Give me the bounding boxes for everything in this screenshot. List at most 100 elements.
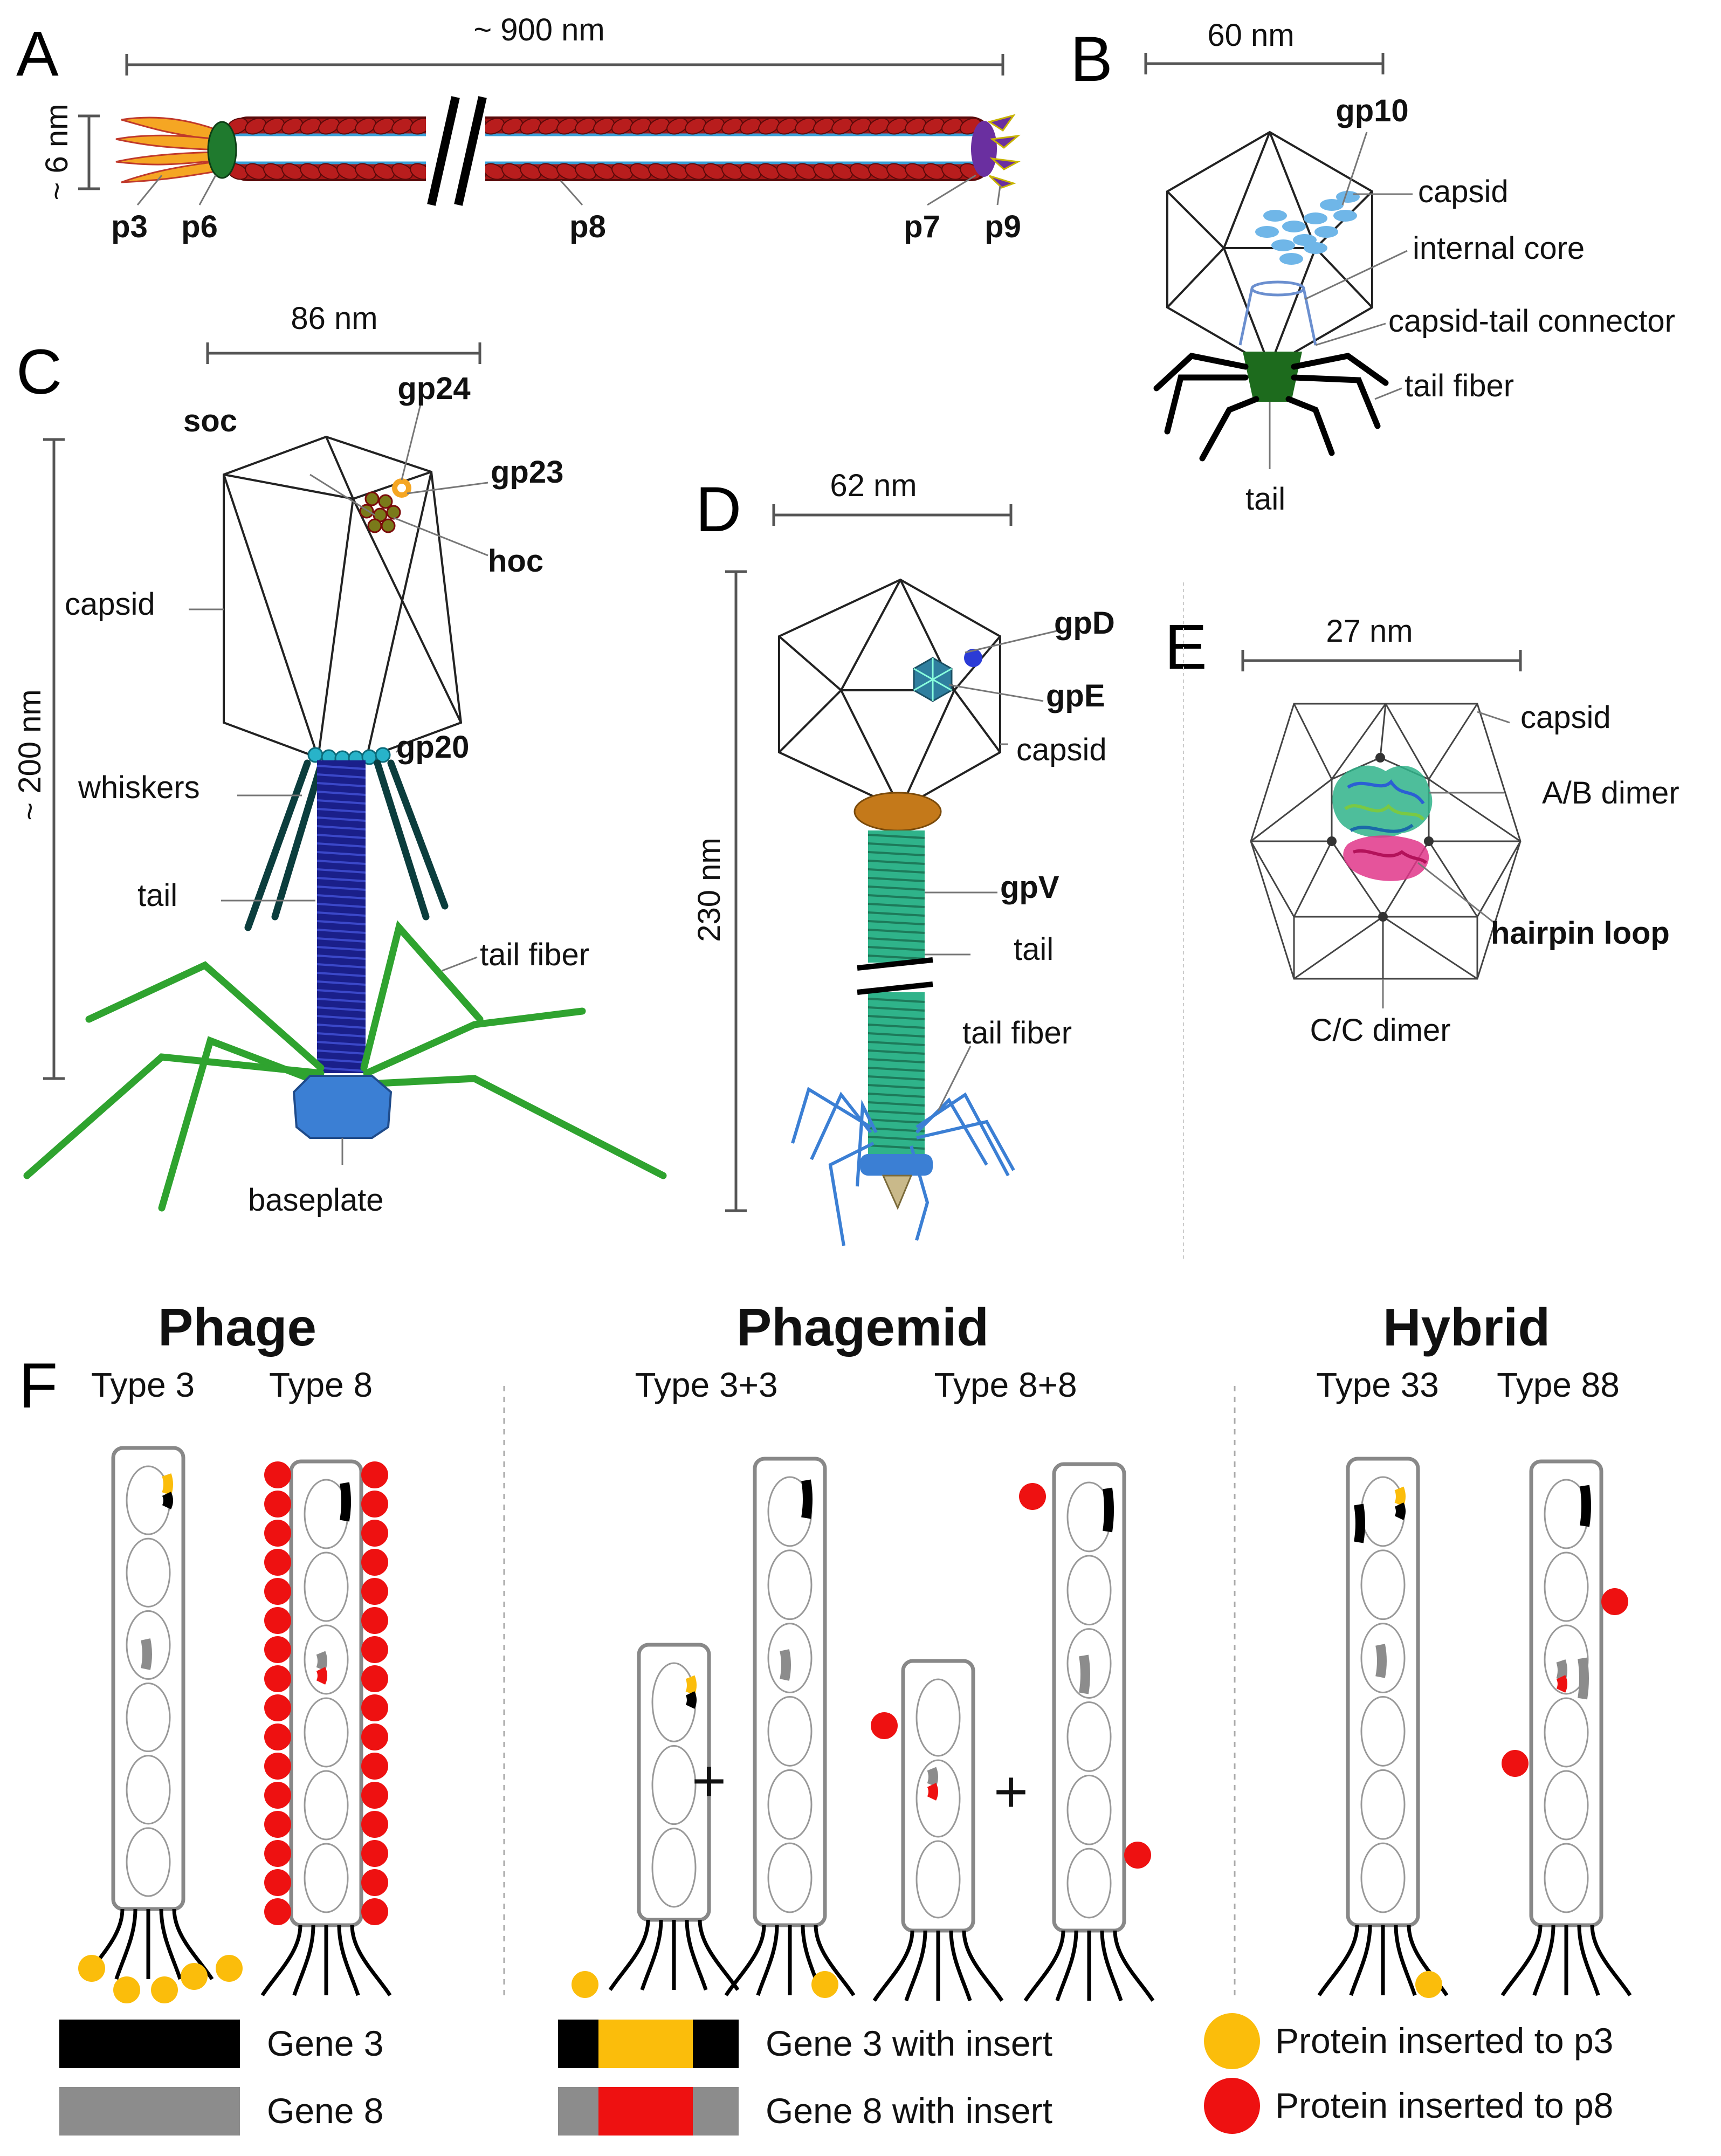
displayed-protein (264, 1461, 291, 1488)
displayed-protein (361, 1636, 388, 1663)
hoc-label: hoc (488, 544, 543, 579)
length-label: ~ 900 nm (473, 12, 604, 47)
gpv-label: gpV (1000, 870, 1059, 905)
tail-label: tail (1245, 482, 1285, 517)
displayed-protein (361, 1724, 388, 1750)
panel-e-letter: E (1165, 612, 1207, 683)
phagemid-title: Phagemid (736, 1297, 989, 1357)
hairpin-label: hairpin loop (1491, 916, 1670, 951)
displayed-protein (181, 1963, 208, 1990)
phage-particle (78, 1446, 243, 2003)
p6-protein (207, 121, 237, 179)
displayed-protein (1019, 1483, 1046, 1510)
p3-protein-icon (1204, 2013, 1260, 2069)
gpe-label: gpE (1046, 678, 1105, 713)
displayed-protein (361, 1782, 388, 1809)
displayed-protein (871, 1712, 898, 1739)
panel-a-letter: A (16, 18, 59, 90)
t4-capsid (223, 435, 463, 759)
panel-c: C 86 nm ~ 200 nm (12, 301, 667, 1218)
displayed-protein (361, 1607, 388, 1634)
tail-tip (860, 1154, 933, 1176)
displayed-protein (264, 1869, 291, 1896)
displayed-protein (264, 1665, 291, 1692)
type-label: Type 8 (269, 1365, 373, 1404)
phage-particle (1317, 1457, 1449, 1998)
phage-particle (724, 1457, 856, 1998)
p9-label: p9 (985, 209, 1021, 244)
displayed-protein (264, 1753, 291, 1780)
displayed-protein (361, 1753, 388, 1780)
displayed-protein (264, 1782, 291, 1809)
gene3-swatch (59, 2020, 240, 2068)
panel-d: D 62 nm 230 nm (692, 468, 1115, 1246)
gene3-legend: Gene 3 (267, 2023, 384, 2063)
type-label: Type 33 (1316, 1365, 1439, 1404)
height-label: ~ 200 nm (12, 689, 47, 820)
ab-dimer-structure (1332, 765, 1433, 838)
tail-spike (882, 1175, 913, 1210)
displayed-protein (264, 1491, 291, 1518)
plus-sign: + (994, 1759, 1028, 1825)
type-label: Type 8+8 (934, 1365, 1077, 1404)
displayed-protein (264, 1898, 291, 1925)
m13-filament (225, 96, 994, 206)
displayed-protein (361, 1898, 388, 1925)
panel-f-letter: F (19, 1350, 58, 1422)
baseplate (292, 1075, 393, 1139)
gp10-label: gp10 (1336, 93, 1408, 128)
tail-fiber-label: tail fiber (962, 1015, 1072, 1050)
cc-dimer-structure (1343, 835, 1429, 881)
gp20-label: gp20 (396, 730, 469, 765)
displayed-protein (572, 1971, 598, 1998)
displayed-protein (361, 1549, 388, 1576)
gp10-cluster (1255, 191, 1360, 265)
displayed-protein (361, 1491, 388, 1518)
lambda-capsid (778, 578, 1001, 811)
panel-f: F Phage Phagemid Hybrid Type 3 Type 8 Ty… (19, 1297, 1632, 2136)
displayed-protein (78, 1955, 105, 1982)
phage-particle (871, 1659, 1004, 2002)
panel-c-letter: C (16, 337, 62, 408)
tail-fiber-label: tail fiber (1405, 368, 1514, 403)
soc-label: soc (183, 403, 237, 438)
capsid-label: capsid (1016, 732, 1107, 767)
tail-label: tail (1014, 932, 1054, 967)
height-label: 230 nm (692, 837, 727, 942)
displayed-protein (361, 1869, 388, 1896)
phage-particle (572, 1643, 740, 1998)
capsid-label: capsid (1520, 700, 1611, 735)
displayed-protein (264, 1694, 291, 1721)
tail (1243, 352, 1302, 402)
p3-label: p3 (111, 209, 148, 244)
whiskers-label: whiskers (78, 770, 200, 805)
displayed-protein (216, 1955, 243, 1982)
panel-a: A ~ 900 nm ~ 6 nm (16, 12, 1021, 244)
p3-protein (115, 116, 217, 183)
t4-tail-fibers (23, 920, 667, 1212)
plus-sign: + (692, 1748, 726, 1814)
ms2-capsid (1250, 703, 1522, 980)
hybrid-title: Hybrid (1383, 1297, 1550, 1357)
gpd-icon (964, 649, 982, 667)
internal-core-label: internal core (1413, 231, 1585, 266)
displayed-protein (1415, 1971, 1442, 1998)
t7-capsid (1166, 131, 1373, 368)
panel-b-letter: B (1070, 24, 1113, 95)
scale-label: 27 nm (1326, 614, 1413, 649)
gene8-legend: Gene 8 (267, 2091, 384, 2131)
displayed-protein (264, 1578, 291, 1605)
p3-protein-legend: Protein inserted to p3 (1275, 2021, 1613, 2061)
displayed-protein (361, 1840, 388, 1867)
displayed-protein (1601, 1588, 1628, 1615)
p8-protein-icon (1204, 2078, 1260, 2134)
capsid-label: capsid (1418, 174, 1509, 209)
gpe-hexamer (913, 657, 953, 702)
gp23-label: gp23 (491, 455, 563, 490)
gene3-insert-legend: Gene 3 with insert (766, 2023, 1052, 2063)
p8-label: p8 (569, 209, 606, 244)
baseplate-label: baseplate (248, 1183, 384, 1218)
type-label: Type 88 (1497, 1365, 1620, 1404)
gpd-label: gpD (1054, 606, 1115, 641)
